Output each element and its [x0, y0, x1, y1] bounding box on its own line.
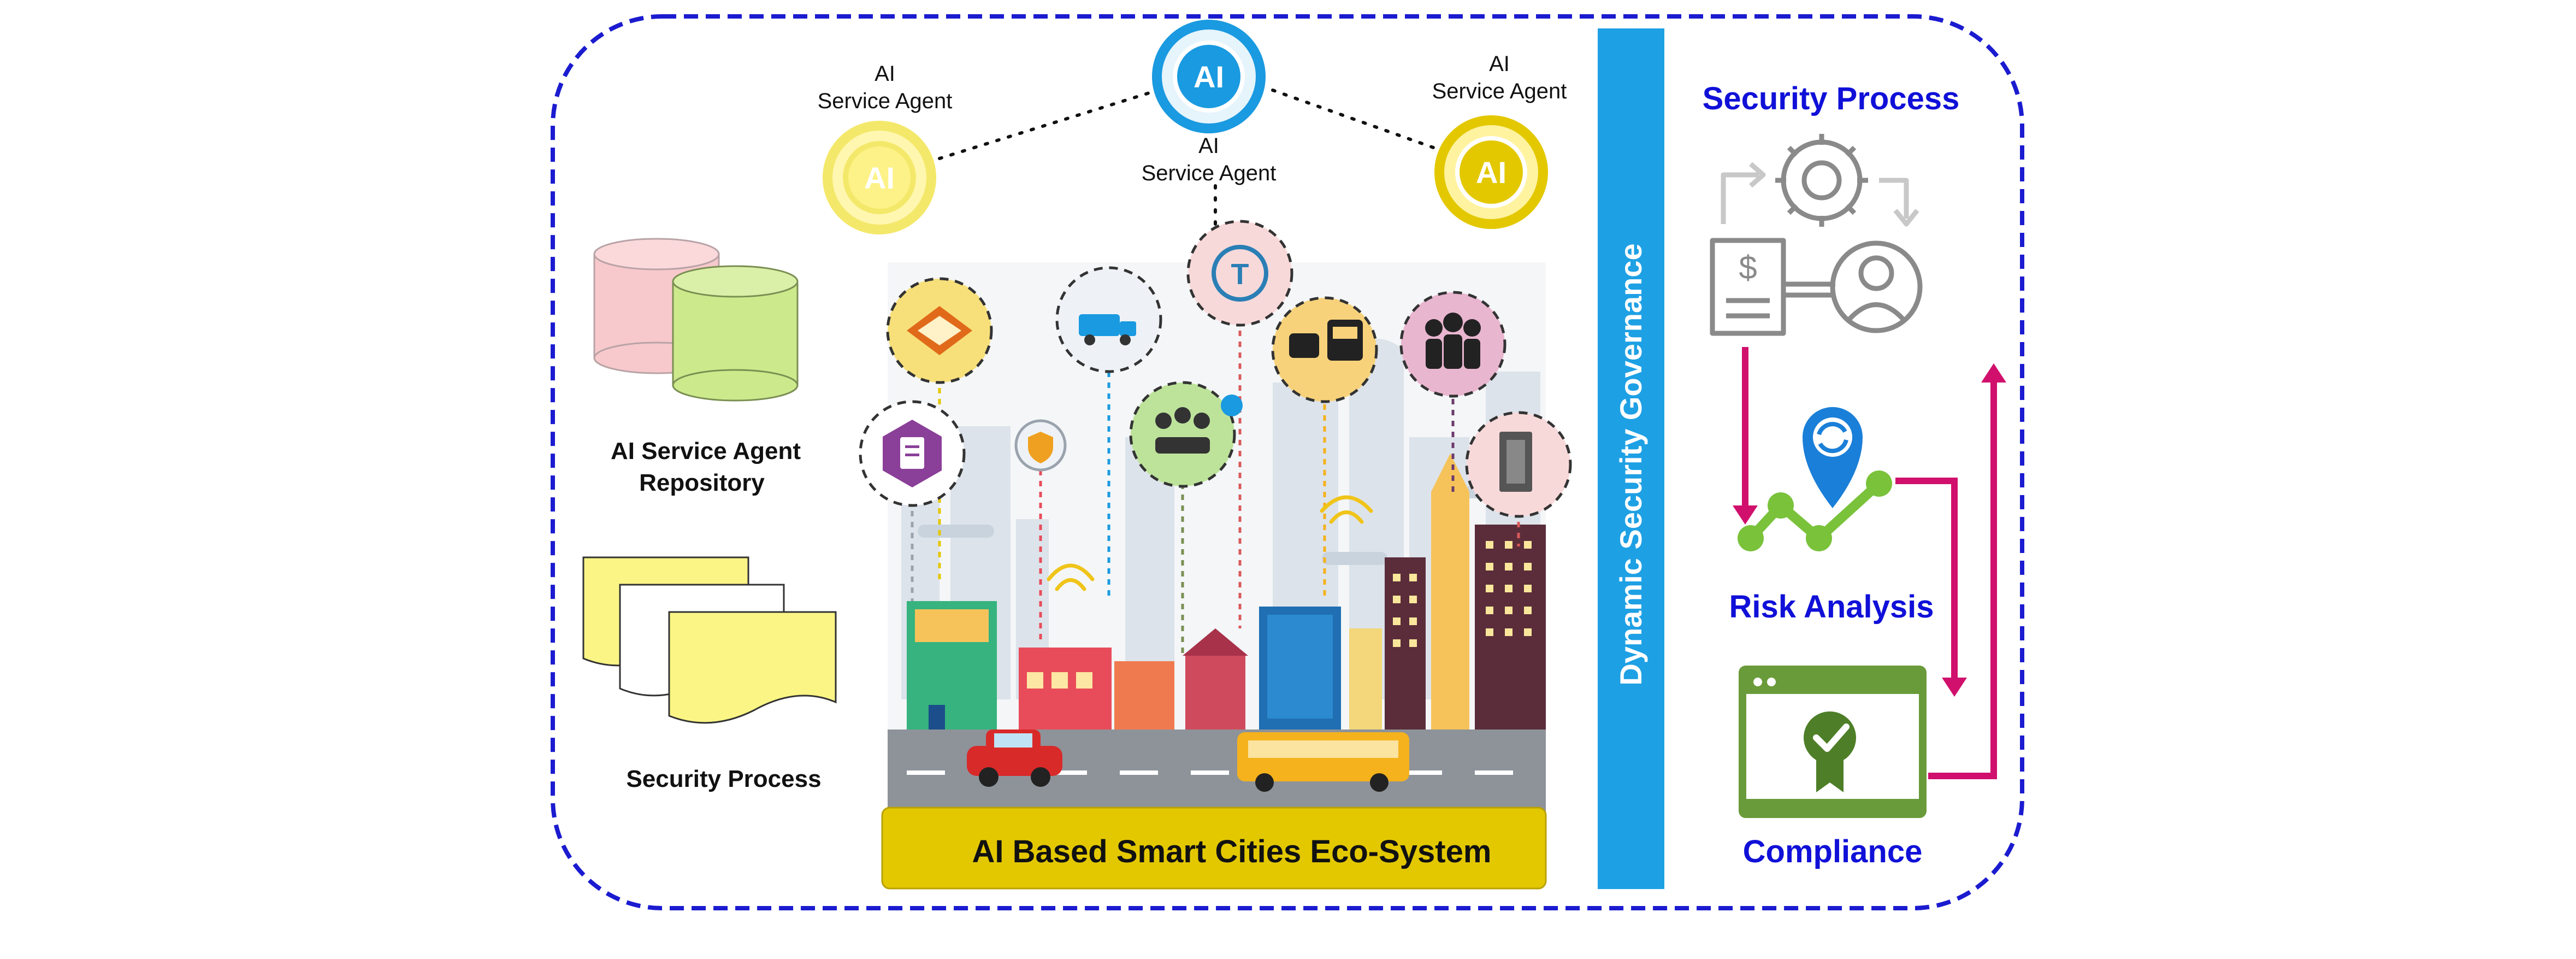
- ai-agent-center-label-1: AI: [1198, 134, 1219, 158]
- user-icon: [1830, 240, 1923, 333]
- database-icon: [593, 238, 799, 402]
- service-icon-badge: [886, 277, 993, 384]
- arrowheads: [1733, 363, 2006, 697]
- city-buildings: [907, 454, 1546, 729]
- compliance-heading: Compliance: [1743, 834, 1923, 869]
- ai-agent-left: AI AI Service Agent: [818, 62, 953, 234]
- arrow-compliance-up: [1928, 377, 1997, 779]
- building-windows: [1393, 541, 1532, 647]
- security-process-icon: $: [1710, 134, 1923, 336]
- arrow-risk-to-compliance: [1895, 478, 1958, 680]
- ai-agent-center: AI AI Service Agent: [1142, 20, 1277, 185]
- service-icon-people: [1399, 291, 1506, 398]
- flow-arrows: [1742, 347, 1997, 779]
- service-icon-transport: [1271, 296, 1378, 403]
- documents-icon: [582, 556, 837, 724]
- city-banner: AI Based Smart Cities Eco-System: [881, 807, 1547, 890]
- service-icon-taxi-token: T: [1186, 220, 1293, 327]
- service-icon-door: [1465, 411, 1572, 518]
- car-icon: [967, 729, 1062, 787]
- outer-dashed-border: [551, 14, 2024, 910]
- compliance-icon: [1739, 666, 1927, 818]
- sync-pin-icon: [1802, 407, 1863, 508]
- risk-analysis-heading: Risk Analysis: [1729, 589, 1934, 625]
- ai-agent-right-badge: AI: [1476, 155, 1506, 190]
- ai-agent-left-badge: AI: [864, 161, 895, 195]
- risk-analysis-icon: [1738, 407, 1892, 551]
- city-banner-label: AI Based Smart Cities Eco-System: [972, 834, 1492, 869]
- bus-icon: [1237, 732, 1409, 792]
- ai-agent-left-label-2: Service Agent: [818, 89, 953, 113]
- svg-text:T: T: [1231, 258, 1249, 291]
- wifi-icon: [1047, 495, 1373, 591]
- database-green: [672, 265, 799, 402]
- service-icon-shield: [1014, 419, 1067, 472]
- service-icon-clipboard: [859, 400, 966, 507]
- arrow-icon: [1721, 162, 1919, 227]
- governance-label: Dynamic Security Governance: [1614, 243, 1648, 685]
- left-security-process-label: Security Process: [626, 766, 821, 792]
- repository-label-1: AI Service Agent: [611, 438, 801, 464]
- svg-text:$: $: [1739, 249, 1757, 286]
- governance-bar: [1598, 28, 1664, 889]
- gear-icon: [1775, 134, 1868, 227]
- ai-agent-right-label-2: Service Agent: [1432, 79, 1567, 103]
- invoice-icon: $: [1710, 238, 1786, 336]
- service-icon-meeting: [1129, 381, 1243, 488]
- service-icon-delivery: [1055, 266, 1162, 373]
- ai-agent-left-label-1: AI: [875, 62, 895, 86]
- certificate-badge-icon: [1804, 711, 1856, 792]
- ai-agent-center-label-2: Service Agent: [1142, 161, 1277, 185]
- ai-agent-center-badge: AI: [1194, 60, 1224, 94]
- smart-city-illustration: T: [859, 220, 1572, 814]
- ai-agent-right: AI AI Service Agent: [1432, 52, 1567, 229]
- right-security-process-heading: Security Process: [1703, 81, 1960, 116]
- ai-agent-right-label-1: AI: [1489, 52, 1510, 76]
- repository-label-2: Repository: [639, 469, 765, 496]
